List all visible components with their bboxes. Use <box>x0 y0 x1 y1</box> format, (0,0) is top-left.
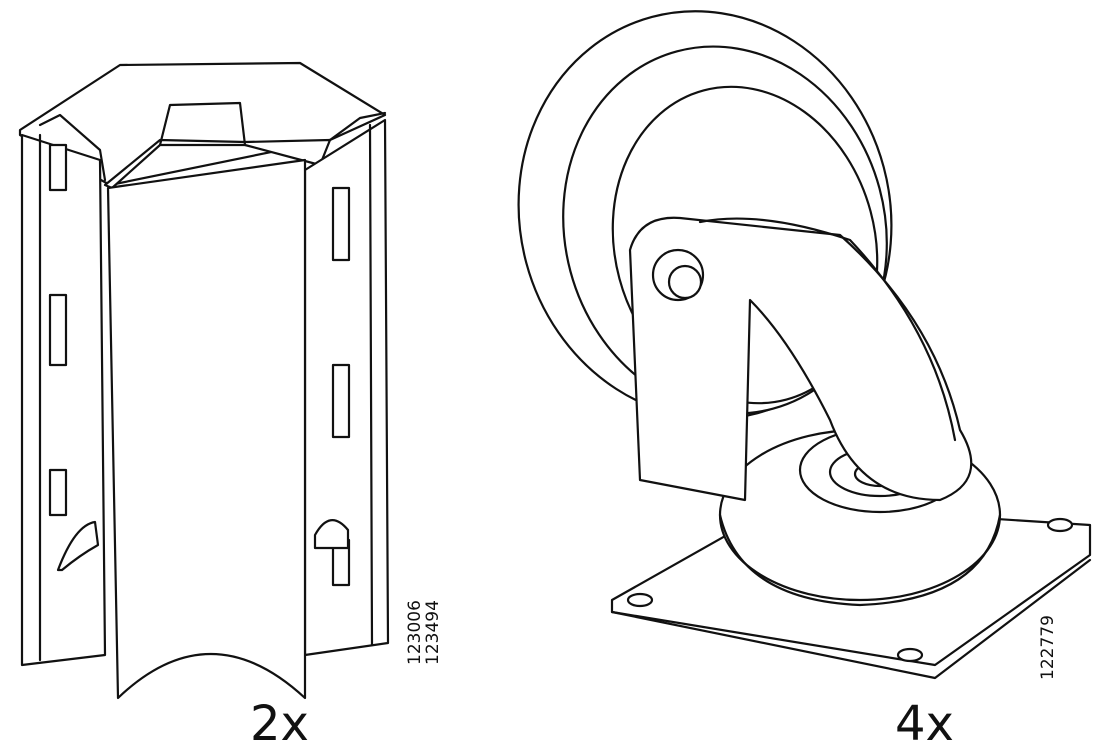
part-number: 123006 <box>405 600 425 665</box>
part-number: 122779 <box>1038 615 1058 680</box>
caster-wheel-icon <box>517 10 1092 680</box>
quantity-label: 4x <box>895 696 954 752</box>
corner-bracket-icon <box>18 61 390 700</box>
quantity-label: 2x <box>250 696 309 752</box>
part-number: 123494 <box>423 600 443 665</box>
